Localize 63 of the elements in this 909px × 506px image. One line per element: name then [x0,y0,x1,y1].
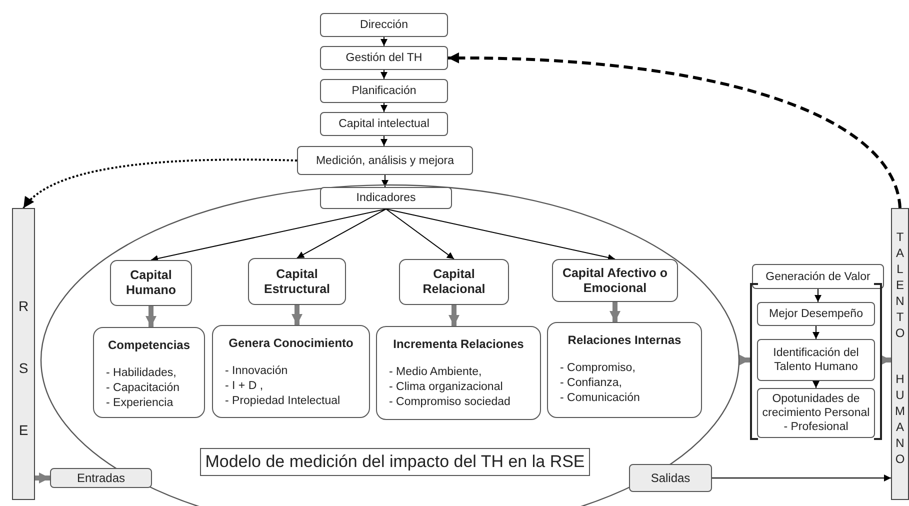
dashed-arrow [448,52,902,208]
block-arrow [448,305,460,326]
card-heading: Relaciones Internas [566,332,682,349]
arrow [150,208,386,262]
process-box: Planificación [320,79,448,103]
capital-box: Capital Relacional [399,259,509,305]
block-arrow [610,302,620,322]
capital-box: Capital Estructural [248,258,346,305]
input-box: Entradas [50,468,152,488]
list-item: - I + D , [224,379,264,394]
output-box: Salidas [629,464,712,492]
vertical-label: TALENTO [894,229,906,341]
process-box: Identificación del Talento Humano [757,339,875,381]
list-item: - Innovación [224,364,289,379]
side-bar: RSE [12,208,35,500]
description-card [212,325,370,418]
process-box: Gestión del TH [320,46,448,70]
arrow [382,174,388,188]
capital-box: Capital Afectivo o Emocional [552,259,678,302]
process-box: Capital intelectual [320,112,448,136]
process-box: Indicadores [320,187,452,209]
arrow [386,208,616,261]
process-box: Generación de Valor [752,264,884,289]
arrow [812,326,820,340]
list-item: - Confianza, [559,376,624,391]
card-heading: Incrementa Relaciones [392,336,525,353]
block-arrow [739,354,750,366]
arrow [712,474,892,482]
process-box: Medición, análisis y mejora [297,146,473,175]
arrow [380,102,388,112]
description-card [376,326,541,420]
arrow [380,36,388,46]
card-heading: Competencias [106,337,192,354]
list-item: - Habilidades, [105,366,178,381]
block-arrow [35,472,50,484]
block-arrow [146,306,156,327]
list-item: - Comunicación [559,391,641,406]
process-box: Mejor Desempeño [757,302,875,326]
capital-box: Capital Humano [110,260,192,306]
process-box: Opotunidades de crecimiento Personal - Profesional [757,388,875,438]
arrow [812,380,820,388]
list-item: - Capacitación [105,381,181,396]
block-arrow [880,354,891,366]
description-card [93,327,205,418]
description-card [547,322,702,418]
list-item: - Compromiso, [559,361,636,376]
vertical-label: HUMANO [894,371,906,467]
arrow [380,136,388,146]
dashed-arrow [22,158,298,209]
arrow [296,208,386,258]
list-item: - Compromiso sociedad [388,395,512,410]
arrow [386,208,454,260]
arrow [814,288,822,302]
card-heading: Genera Conocimiento [228,335,354,352]
list-item: - Medio Ambiente, [388,365,483,380]
list-item: - Experiencia [105,396,174,411]
side-bar [891,208,909,500]
block-arrow [292,305,302,325]
list-item: - Clima organizacional [388,380,504,395]
arrow [380,70,388,80]
process-box: Dirección [320,13,448,37]
model-title-box: Modelo de medición del impacto del TH en la RSE [200,448,590,476]
list-item: - Propiedad Intelectual [224,394,342,409]
